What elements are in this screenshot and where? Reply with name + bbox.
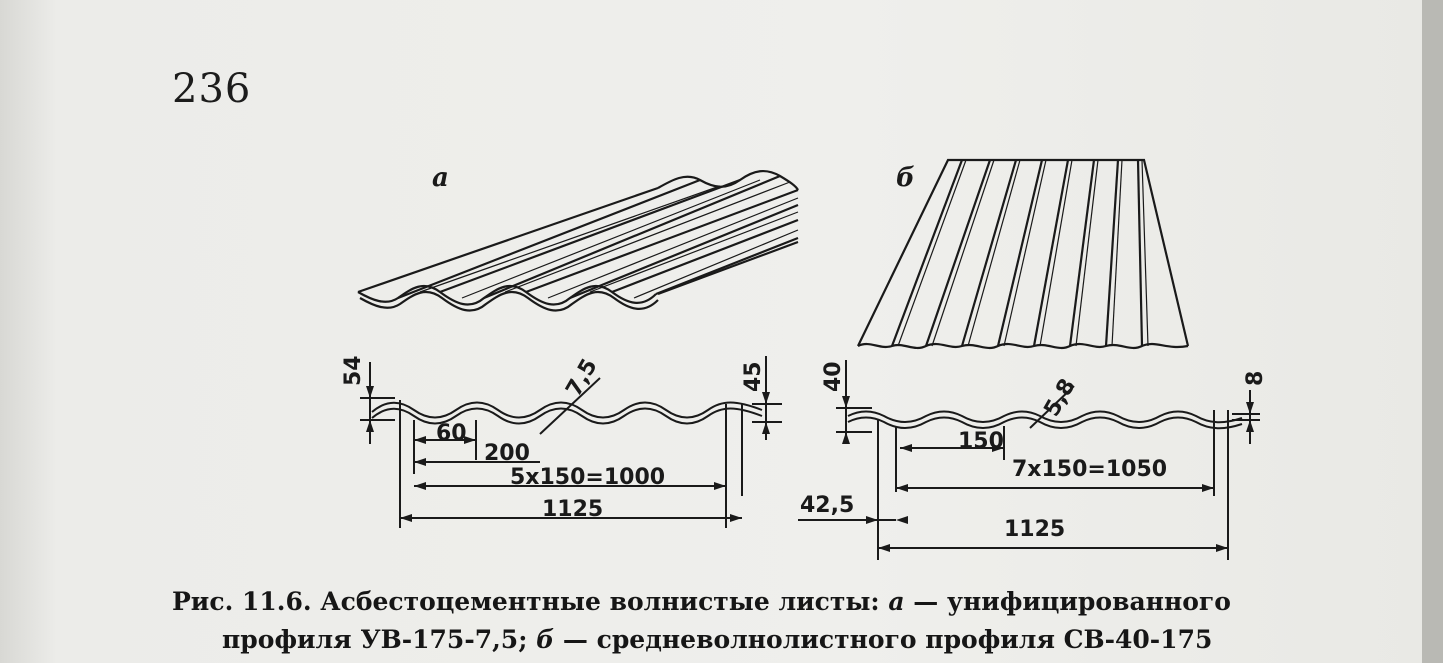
dim-b-42-5: 42,5 [800, 493, 854, 518]
profile-b [798, 360, 1260, 560]
caption-line2-prefix: профиля УВ-175-7,5; [222, 625, 537, 654]
dim-b-40: 40 [821, 361, 846, 392]
caption-a-letter: а [888, 587, 905, 616]
dim-b-8: 8 [1243, 371, 1268, 386]
caption-b-text: — средневолнолистного профиля СВ-40-175 [554, 625, 1213, 654]
figure-caption: Рис. 11.6. Асбестоцементные волнистые ли… [172, 583, 1422, 659]
dim-a-45: 45 [741, 361, 766, 392]
caption-line-2: профиля УВ-175-7,5; б — средневолнолистн… [172, 621, 1422, 659]
caption-prefix: Рис. 11.6. Асбестоцементные волнистые ли… [172, 587, 889, 616]
panel-a-letter: а [432, 163, 449, 193]
sheet-b-drawing [857, 158, 1190, 350]
profile-a-arrows [366, 386, 770, 522]
page-number: 236 [172, 66, 252, 112]
dim-a-60: 60 [436, 421, 467, 446]
panel-b-letter: б [896, 163, 915, 193]
dim-b-waves: 7x150=1050 [1012, 457, 1167, 482]
dim-a-54: 54 [341, 355, 366, 386]
dim-b-1125: 1125 [1004, 517, 1065, 542]
sheet-a-drawing [357, 170, 799, 312]
dim-b-150: 150 [958, 429, 1004, 454]
binding-edge [1422, 0, 1443, 663]
dim-a-7-5: 7,5 [562, 355, 603, 401]
caption-b-letter: б [536, 625, 555, 654]
dim-a-200: 200 [484, 441, 530, 466]
dim-a-waves: 5x150=1000 [510, 465, 665, 490]
profile-b-arrows [842, 396, 1254, 552]
dim-a-1125: 1125 [542, 497, 603, 522]
caption-a-text: — унифицированного [904, 587, 1231, 616]
